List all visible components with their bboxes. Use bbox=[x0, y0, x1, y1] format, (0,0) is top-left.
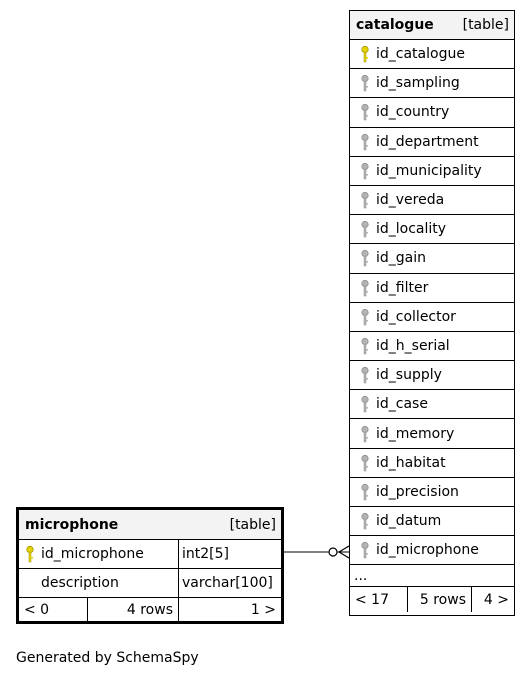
column-row[interactable]: id_supply bbox=[350, 361, 514, 391]
table-footer: < 0 4 rows 1 > bbox=[19, 598, 281, 622]
table-footer: < 17 5 rows 4 > bbox=[350, 587, 514, 613]
column-name: id_habitat bbox=[376, 454, 446, 471]
parents-count[interactable]: < 17 bbox=[350, 587, 408, 613]
column-name-cell: id_microphone bbox=[19, 540, 179, 568]
foreign-key-icon bbox=[354, 337, 376, 355]
generated-by-label: Generated by SchemaSpy bbox=[16, 650, 199, 666]
column-row[interactable]: id_h_serial bbox=[350, 332, 514, 362]
catalogue-table[interactable]: catalogue [table] id_catalogue id_samplin… bbox=[349, 10, 515, 616]
column-row[interactable]: id_locality bbox=[350, 215, 514, 245]
foreign-key-icon bbox=[354, 308, 376, 326]
column-name: id_supply bbox=[376, 367, 442, 384]
parents-count[interactable]: < 0 bbox=[19, 598, 88, 622]
foreign-key-icon bbox=[354, 454, 376, 472]
foreign-key-icon bbox=[354, 191, 376, 209]
table-type: [table] bbox=[462, 17, 509, 33]
column-name: id_datum bbox=[376, 513, 442, 530]
column-row[interactable]: id_filter bbox=[350, 274, 514, 303]
microphone-table[interactable]: microphone [table] id_microphone int2[5]… bbox=[16, 507, 284, 624]
foreign-key-icon bbox=[354, 220, 376, 238]
foreign-key-icon bbox=[354, 395, 376, 413]
column-name: id_microphone bbox=[376, 542, 479, 559]
foreign-key-icon bbox=[354, 74, 376, 92]
primary-key-icon bbox=[19, 545, 41, 563]
column-datatype: int2[5] bbox=[182, 546, 229, 562]
foreign-key-icon bbox=[354, 133, 376, 151]
column-row[interactable]: id_catalogue bbox=[350, 40, 514, 70]
column-name: id_catalogue bbox=[376, 46, 465, 63]
column-row[interactable]: id_microphone int2[5] bbox=[19, 540, 281, 569]
row-count: 4 rows bbox=[88, 598, 179, 622]
column-name: id_locality bbox=[376, 221, 447, 238]
column-row[interactable]: id_vereda bbox=[350, 186, 514, 216]
foreign-key-icon bbox=[354, 249, 376, 267]
column-row[interactable]: description varchar[100] bbox=[19, 569, 281, 598]
foreign-key-icon bbox=[354, 366, 376, 384]
column-row[interactable]: id_department bbox=[350, 128, 514, 157]
column-name-cell: description bbox=[19, 569, 179, 597]
table-header: catalogue [table] bbox=[350, 11, 514, 40]
column-name: id_case bbox=[376, 396, 428, 413]
foreign-key-icon bbox=[354, 512, 376, 530]
table-name: catalogue bbox=[356, 17, 434, 33]
foreign-key-icon bbox=[354, 425, 376, 443]
foreign-key-icon bbox=[354, 541, 376, 559]
primary-key-icon bbox=[354, 45, 376, 63]
foreign-key-icon bbox=[354, 483, 376, 501]
column-row[interactable]: id_sampling bbox=[350, 69, 514, 99]
crowfoot-marker bbox=[338, 545, 350, 553]
column-row[interactable]: id_collector bbox=[350, 303, 514, 332]
column-name: id_gain bbox=[376, 250, 427, 267]
column-row[interactable]: id_habitat bbox=[350, 449, 514, 478]
row-count: 5 rows bbox=[408, 587, 472, 613]
column-list: id_catalogue id_sampling id_country id_depa… bbox=[350, 40, 514, 566]
optional-circle-marker bbox=[328, 547, 338, 557]
column-name: id_precision bbox=[376, 483, 459, 500]
table-header: microphone [table] bbox=[19, 510, 281, 540]
column-row[interactable]: id_municipality bbox=[350, 157, 514, 186]
column-row[interactable]: id_gain bbox=[350, 244, 514, 274]
column-row[interactable]: id_precision bbox=[350, 478, 514, 507]
column-name: id_department bbox=[376, 133, 479, 150]
more-columns: ... bbox=[350, 565, 514, 588]
column-name: id_filter bbox=[376, 279, 429, 296]
column-row[interactable]: id_datum bbox=[350, 507, 514, 537]
column-name: id_sampling bbox=[376, 75, 460, 92]
foreign-key-icon bbox=[354, 162, 376, 180]
table-type: [table] bbox=[229, 516, 276, 533]
column-name: id_vereda bbox=[376, 192, 445, 209]
column-row[interactable]: id_microphone bbox=[350, 536, 514, 566]
column-name: id_municipality bbox=[376, 162, 482, 179]
column-name: description bbox=[41, 575, 119, 591]
column-name: id_memory bbox=[376, 425, 455, 442]
table-name: microphone bbox=[25, 516, 119, 533]
column-row[interactable]: id_case bbox=[350, 390, 514, 420]
children-count[interactable]: 1 > bbox=[250, 602, 276, 618]
column-row[interactable]: id_memory bbox=[350, 419, 514, 449]
children-count[interactable]: 4 > bbox=[483, 591, 509, 608]
column-name: id_collector bbox=[376, 308, 456, 325]
column-row[interactable]: id_country bbox=[350, 98, 514, 128]
column-name: id_microphone bbox=[41, 546, 144, 562]
foreign-key-icon bbox=[354, 279, 376, 297]
foreign-key-icon bbox=[354, 103, 376, 121]
column-name: id_country bbox=[376, 104, 450, 121]
column-datatype: varchar[100] bbox=[182, 575, 273, 591]
column-name: id_h_serial bbox=[376, 337, 450, 354]
